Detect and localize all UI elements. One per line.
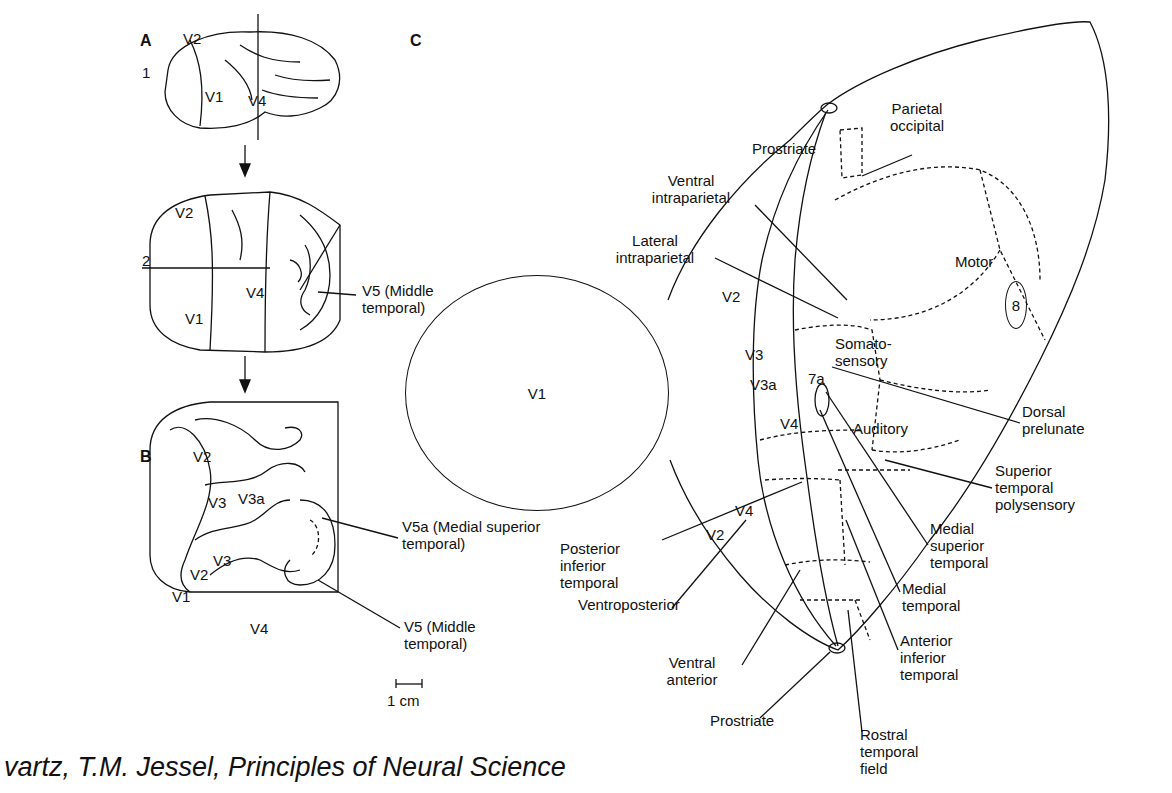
area-label: V3: [745, 346, 763, 363]
area-label: V2: [193, 448, 211, 465]
area-label: V2: [190, 566, 208, 583]
area-label: Prostriate: [710, 712, 774, 729]
area-label: V1: [172, 588, 190, 605]
area-label: V5a (Medial superior temporal): [402, 518, 582, 552]
area-label: V3: [213, 552, 231, 569]
area-label: Medial temporal: [902, 580, 972, 614]
area-label: Medial superior temporal: [930, 520, 1030, 571]
area-label: V3: [208, 494, 226, 511]
area-label: Auditory: [853, 420, 908, 437]
cortex-region: V1: [405, 275, 669, 511]
area-label: V2: [706, 526, 724, 543]
area-label: C: [410, 32, 422, 49]
area-label: V3a: [750, 376, 777, 393]
area-label: V1: [205, 88, 223, 105]
source-caption: vartz, T.M. Jessel, Principles of Neural…: [4, 752, 566, 783]
area-label: Dorsal prelunate: [1022, 403, 1112, 437]
area-label: V4: [735, 502, 753, 519]
area-label: V4: [250, 620, 268, 637]
area-label: Ventroposterior: [578, 596, 680, 613]
area-label: Rostral temporal field: [860, 726, 940, 777]
area-label: V2: [175, 204, 193, 221]
area-label: 1: [142, 64, 150, 81]
area-label: B: [140, 448, 152, 465]
region-name: V1: [528, 385, 546, 402]
area-label: V2: [183, 30, 201, 47]
area-label: V4: [780, 415, 798, 432]
area-label: Superior temporal polysensory: [995, 462, 1105, 513]
area-label: V4: [248, 92, 266, 109]
area-label: 7a: [808, 370, 825, 387]
area-label: V4: [246, 284, 264, 301]
area-label: Anterior inferior temporal: [900, 632, 990, 683]
area-label: V1: [185, 310, 203, 327]
area-label: V5 (Middle temporal): [404, 618, 514, 652]
area-label: A: [140, 32, 152, 49]
area-label: Lateral intraparietal: [600, 232, 710, 266]
area-label: 1 cm: [387, 692, 420, 709]
area-label: V5 (Middle temporal): [362, 282, 472, 316]
area-label: Motor: [955, 253, 993, 270]
area-label: 2: [142, 252, 150, 269]
region-name: 8: [1012, 297, 1020, 314]
area-label: Parietal occipital: [872, 100, 962, 134]
area-label: V2: [722, 288, 740, 305]
area-label: Ventral anterior: [652, 654, 732, 688]
area-label: V3a: [238, 490, 265, 507]
area-label: Prostriate: [752, 140, 816, 157]
cortex-region: 8: [1005, 281, 1027, 329]
area-label: Posterior inferior temporal: [560, 540, 660, 591]
area-label: Ventral intraparietal: [636, 172, 746, 206]
area-label: Somato- sensory: [835, 335, 905, 369]
